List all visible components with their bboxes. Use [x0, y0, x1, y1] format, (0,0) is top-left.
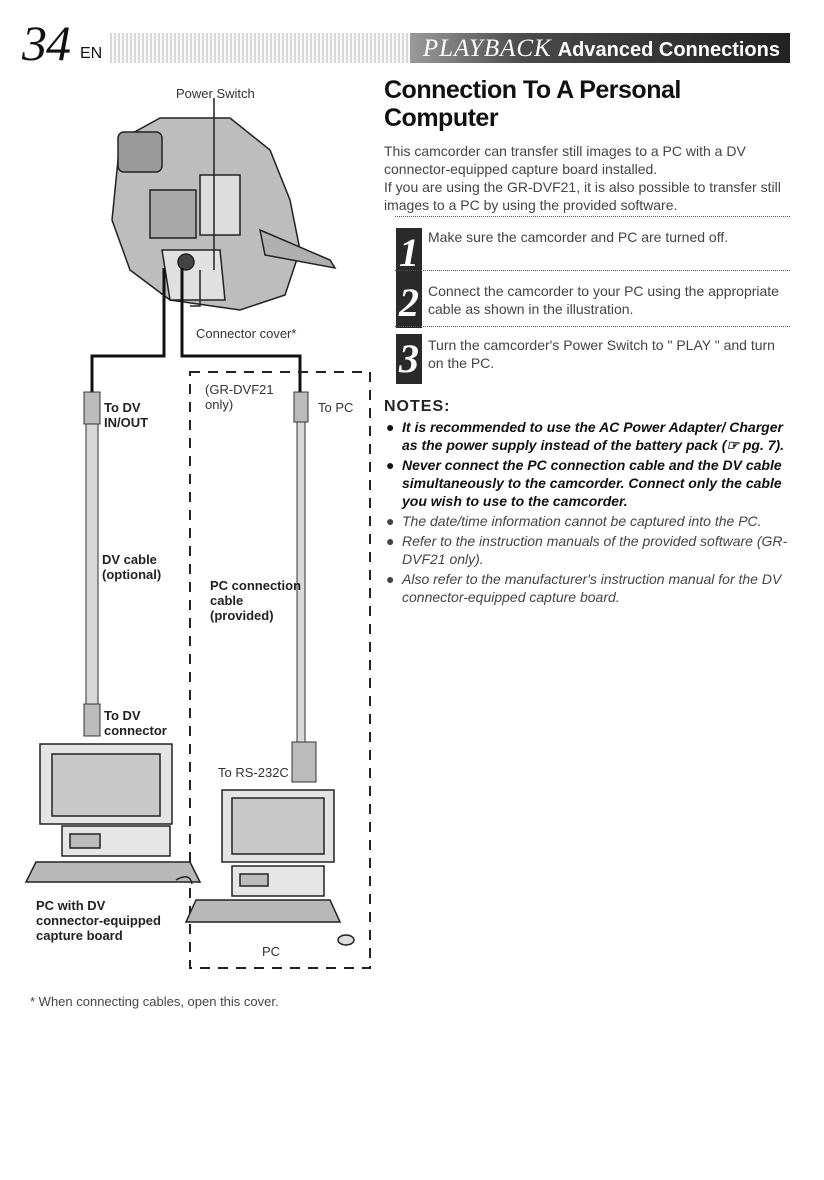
bullet-icon: ● — [386, 457, 395, 473]
bullet-icon: ● — [386, 419, 395, 435]
gr-dvf21-dashed-box — [189, 371, 371, 969]
pc-with-dv-line2: connector-equipped — [36, 913, 161, 928]
section-sub-label: Advanced Connections — [557, 39, 780, 61]
bullet-icon: ● — [386, 533, 395, 549]
to-dv-in-out-line1: To DV — [104, 400, 141, 415]
gr-dvf21-line1: (GR-DVF21 — [205, 382, 274, 397]
to-rs232c-label: To RS-232C — [218, 765, 289, 780]
pc-label: PC — [262, 944, 281, 959]
note-text: Refer to the instruction manuals of the … — [402, 533, 788, 567]
page-title: Connection To A Personal Computer — [384, 76, 681, 132]
pc-cable-line2: cable — [210, 593, 244, 608]
notes-list: ● It is recommended to use the AC Power A… — [384, 418, 794, 608]
dv-cable — [83, 391, 101, 737]
page-number: 34 — [22, 15, 71, 71]
note-item: ● Never connect the PC connection cable a… — [384, 456, 794, 510]
left-pc-drawing — [24, 743, 202, 885]
dv-path-line — [90, 268, 166, 392]
note-text: Also refer to the manufacturer's instruc… — [402, 571, 782, 605]
pc-cable-line1: PC connection — [210, 578, 302, 593]
step-1-text: Make sure the camcorder and PC are turne… — [428, 229, 729, 245]
dv-cable-line2: (optional) — [102, 567, 162, 582]
note-item: ● Also refer to the manufacturer's instru… — [384, 570, 794, 606]
right-pc-drawing — [184, 789, 355, 946]
pc-with-dv-label: PC with DV connector-equipped capture bo… — [36, 898, 161, 943]
pc-path-line — [180, 268, 302, 392]
step-1-number: 1 — [396, 228, 422, 278]
note-item: ● Refer to the instruction manuals of the… — [384, 532, 794, 568]
step-divider — [395, 326, 790, 327]
note-text: The date/time information cannot be capt… — [402, 513, 762, 529]
power-switch-label: Power Switch — [176, 86, 255, 101]
intro-paragraph-2: If you are using the GR-DVF21, it is als… — [384, 179, 781, 213]
to-dv-connector-line1: To DV — [104, 708, 141, 723]
bullet-icon: ● — [386, 513, 395, 529]
section-main-label: PLAYBACK — [422, 35, 552, 62]
pc-with-dv-line3: capture board — [36, 928, 123, 943]
step-2-number: 2 — [396, 278, 422, 328]
gr-dvf21-line2: only) — [205, 397, 234, 412]
connector-cover-leader — [190, 270, 201, 307]
page-language: EN — [80, 45, 103, 62]
pc-with-dv-line1: PC with DV — [36, 898, 106, 913]
notes-heading: NOTES: — [384, 398, 451, 415]
step-divider — [395, 270, 790, 271]
to-dv-in-out-line2: IN/OUT — [104, 415, 149, 430]
camcorder-drawing — [111, 117, 337, 311]
intro-text: This camcorder can transfer still images… — [384, 142, 789, 214]
to-dv-connector-line2: connector — [104, 723, 167, 738]
step-divider — [395, 216, 790, 217]
step-3-number: 3 — [396, 334, 422, 384]
step-2-text: Connect the camcorder to your PC using t… — [428, 283, 779, 317]
pc-connection-cable-label: PC connection cable (provided) — [210, 578, 301, 623]
connector-cover-label: Connector cover* — [196, 326, 297, 341]
step-3-text: Turn the camcorder's Power Switch to " P… — [428, 337, 775, 371]
dv-cable-line1: DV cable — [102, 552, 157, 567]
pc-cable-line3: (provided) — [210, 608, 274, 623]
footnote: * When connecting cables, open this cove… — [30, 994, 279, 1009]
note-item: ● The date/time information cannot be cap… — [384, 512, 794, 530]
dv-cable-label: DV cable (optional) — [102, 552, 161, 582]
to-dv-connector-label: To DV connector — [104, 708, 167, 738]
note-item: ● It is recommended to use the AC Power A… — [384, 418, 794, 454]
note-text: Never connect the PC connection cable an… — [402, 457, 782, 509]
to-pc-label: To PC — [318, 400, 354, 415]
bullet-icon: ● — [386, 571, 395, 587]
gr-dvf21-only-label: (GR-DVF21 only) — [205, 382, 274, 412]
to-dv-in-out-label: To DV IN/OUT — [104, 400, 148, 430]
pc-connection-cable — [291, 391, 317, 783]
intro-paragraph-1: This camcorder can transfer still images… — [384, 143, 746, 177]
note-text: It is recommended to use the AC Power Ad… — [402, 419, 785, 453]
